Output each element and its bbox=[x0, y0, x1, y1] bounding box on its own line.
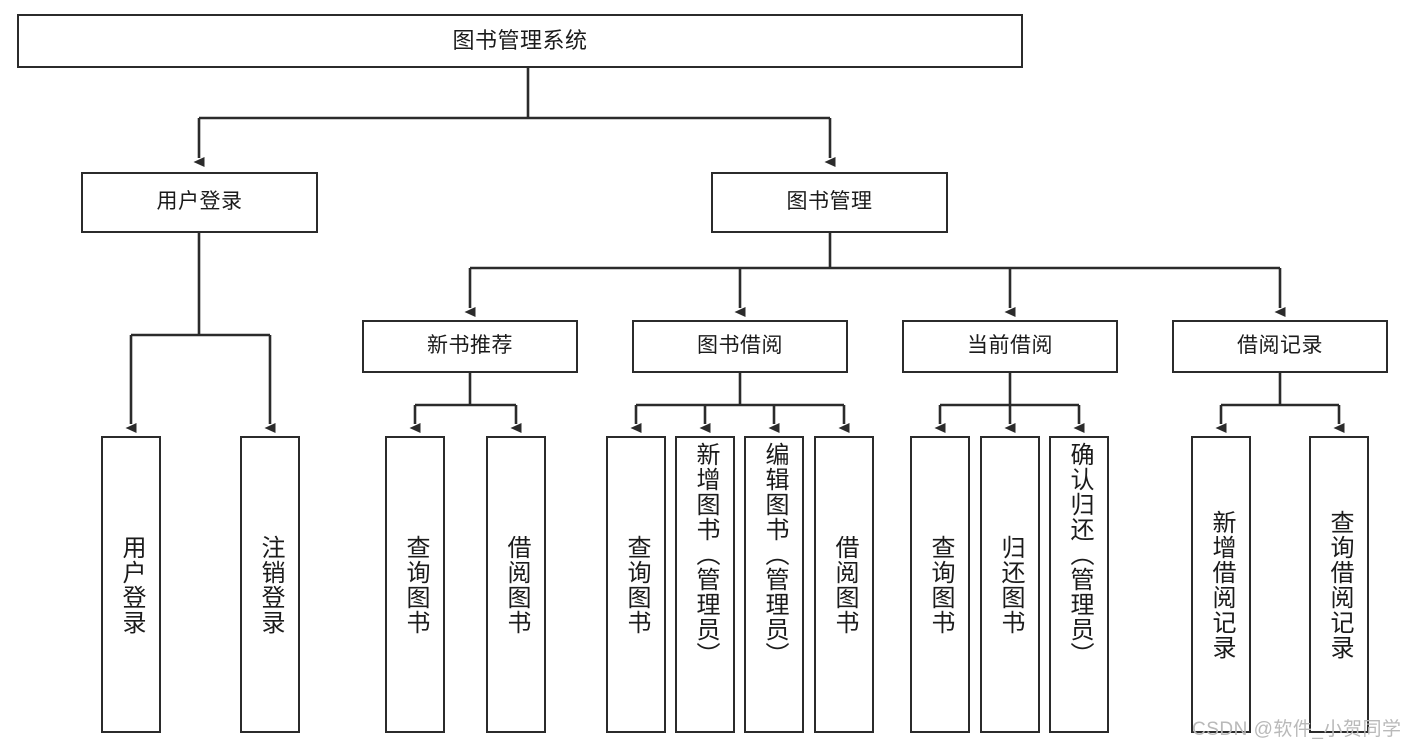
node-label: 用户登录 bbox=[156, 190, 243, 214]
leaf-recommend-borrow-book[interactable]: 借阅图书 bbox=[486, 436, 546, 733]
node-book-management[interactable]: 图书管理 bbox=[711, 172, 948, 233]
node-label: 查询图书 bbox=[623, 534, 650, 635]
leaf-current-query-book[interactable]: 查询图书 bbox=[910, 436, 970, 733]
node-user-login[interactable]: 用户登录 bbox=[81, 172, 318, 233]
node-label: 注销登录 bbox=[257, 534, 284, 635]
node-label: 确认归还（管理员） bbox=[1066, 442, 1093, 667]
leaf-current-confirm-return[interactable]: 确认归还（管理员） bbox=[1049, 436, 1109, 733]
leaf-record-add-record[interactable]: 新增借阅记录 bbox=[1191, 436, 1251, 733]
node-book-borrow[interactable]: 图书借阅 bbox=[632, 320, 848, 373]
leaf-user-login-logout[interactable]: 注销登录 bbox=[240, 436, 300, 733]
node-label: 查询借阅记录 bbox=[1326, 509, 1353, 660]
node-label: 当前借阅 bbox=[967, 334, 1053, 358]
node-label: 新书推荐 bbox=[427, 334, 513, 358]
watermark-text: CSDN @软件_小贺同学 bbox=[1192, 719, 1402, 740]
node-label: 新增借阅记录 bbox=[1208, 509, 1235, 660]
node-label: 新增图书（管理员） bbox=[692, 442, 719, 667]
node-label: 借阅图书 bbox=[503, 534, 530, 635]
node-label: 查询图书 bbox=[402, 534, 429, 635]
node-label: 图书管理 bbox=[786, 190, 873, 214]
node-label: 借阅图书 bbox=[831, 534, 858, 635]
node-new-book-recommend[interactable]: 新书推荐 bbox=[362, 320, 578, 373]
node-label: 图书管理系统 bbox=[452, 28, 588, 54]
node-borrow-record[interactable]: 借阅记录 bbox=[1172, 320, 1388, 373]
leaf-recommend-query-book[interactable]: 查询图书 bbox=[385, 436, 445, 733]
node-label: 查询图书 bbox=[927, 534, 954, 635]
node-current-borrow[interactable]: 当前借阅 bbox=[902, 320, 1118, 373]
node-root-system[interactable]: 图书管理系统 bbox=[17, 14, 1023, 68]
leaf-borrow-add-book[interactable]: 新增图书（管理员） bbox=[675, 436, 735, 733]
node-label: 归还图书 bbox=[997, 534, 1024, 635]
node-label: 图书借阅 bbox=[697, 334, 783, 358]
leaf-record-query-record[interactable]: 查询借阅记录 bbox=[1309, 436, 1369, 733]
node-label: 借阅记录 bbox=[1237, 334, 1323, 358]
node-label: 编辑图书（管理员） bbox=[761, 442, 788, 667]
leaf-borrow-edit-book[interactable]: 编辑图书（管理员） bbox=[744, 436, 804, 733]
leaf-current-return-book[interactable]: 归还图书 bbox=[980, 436, 1040, 733]
node-label: 用户登录 bbox=[118, 534, 145, 635]
leaf-user-login-login[interactable]: 用户登录 bbox=[101, 436, 161, 733]
leaf-borrow-query-book[interactable]: 查询图书 bbox=[606, 436, 666, 733]
leaf-borrow-borrow-book[interactable]: 借阅图书 bbox=[814, 436, 874, 733]
